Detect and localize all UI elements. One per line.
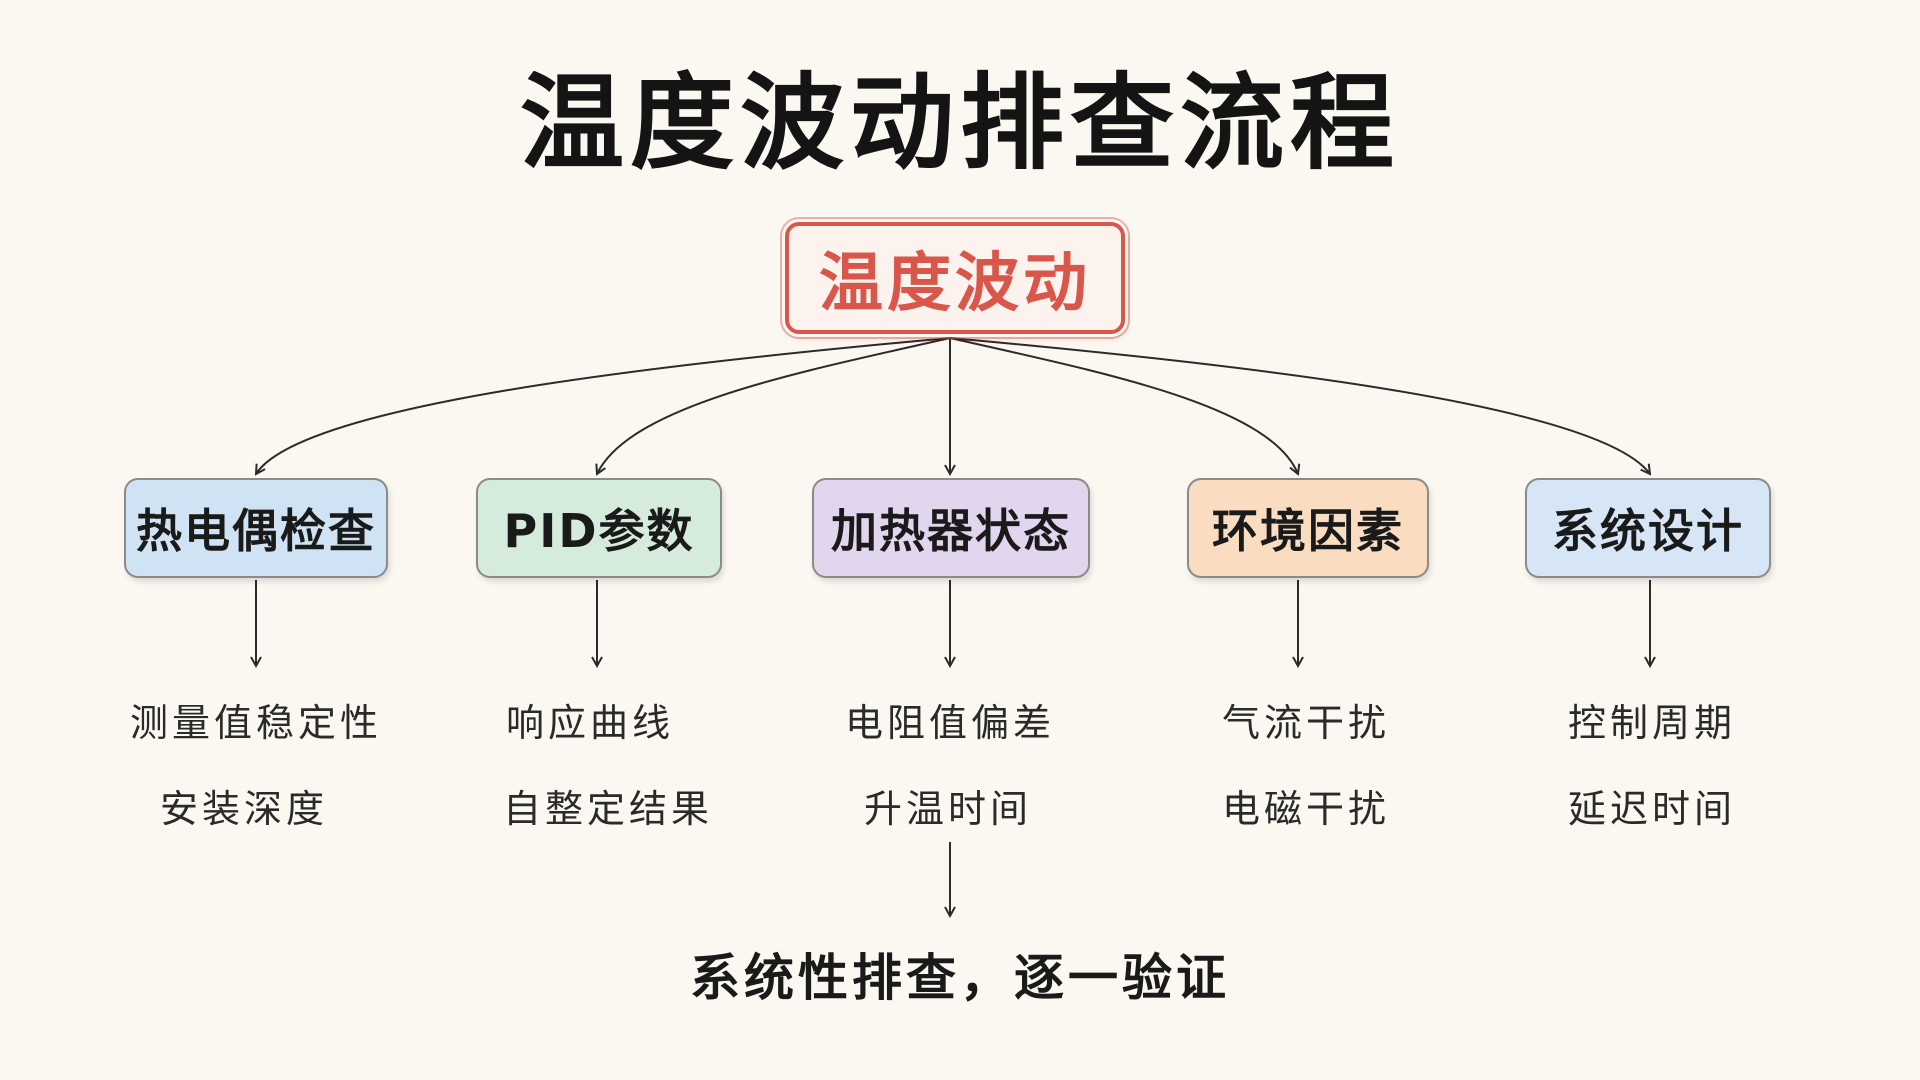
- branch-node-4: 环境因素: [1187, 478, 1429, 578]
- branch-node-5: 系统设计: [1525, 478, 1771, 578]
- conclusion-text: 系统性排查，逐一验证: [690, 949, 1230, 1007]
- arrow-root-to-branch-4: [949, 337, 1298, 474]
- branch-node-2: PID参数: [476, 478, 722, 578]
- arrow-root-to-branch-1: [256, 337, 951, 474]
- diagram-title: 温度波动排查流程: [519, 62, 1400, 184]
- arrow-root-to-branch-2: [597, 337, 951, 474]
- branch-4-detail-2: 电磁干扰: [1221, 787, 1390, 831]
- branch-4-detail-1: 气流干扰: [1221, 701, 1390, 745]
- root-node: 温度波动: [785, 222, 1125, 334]
- arrow-root-to-branch-5: [949, 337, 1650, 474]
- branch-node-1: 热电偶检查: [124, 478, 388, 578]
- branch-2-detail-1: 响应曲线: [505, 701, 674, 745]
- branch-2-detail-2: 自整定结果: [502, 787, 713, 831]
- branch-5-detail-2: 延迟时间: [1567, 787, 1736, 831]
- branch-1-detail-1: 测量值稳定性: [129, 701, 382, 745]
- branch-3-detail-2: 升温时间: [863, 787, 1032, 831]
- branch-1-detail-2: 安装深度: [159, 787, 328, 831]
- branch-5-detail-1: 控制周期: [1567, 701, 1736, 745]
- branch-node-3: 加热器状态: [812, 478, 1090, 578]
- branch-3-detail-1: 电阻值偏差: [844, 701, 1055, 745]
